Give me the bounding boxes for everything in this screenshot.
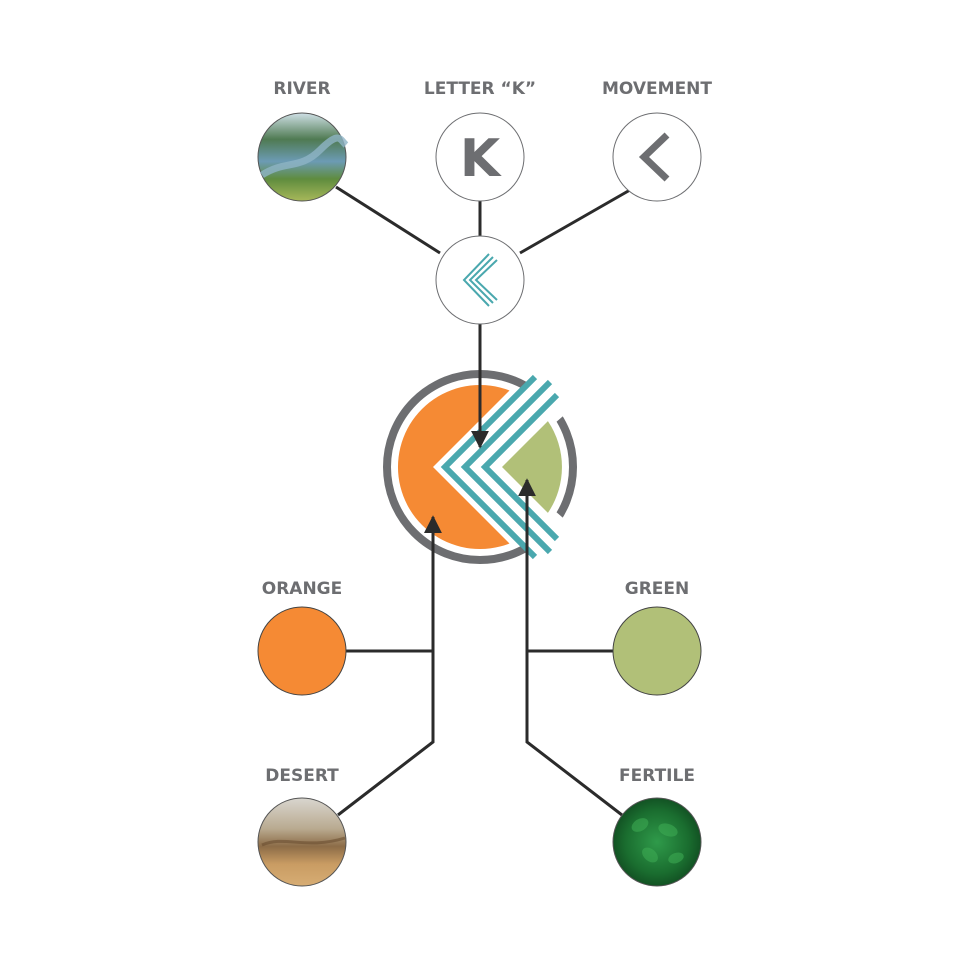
chevron-left-icon [638, 132, 670, 182]
teal-chevron-lines [440, 374, 560, 560]
k-glyph: K [460, 129, 502, 189]
label-river: RIVER [273, 79, 330, 99]
label-fertile: FERTILE [619, 766, 695, 786]
label-green: GREEN [625, 579, 690, 599]
connector-movement [519, 188, 631, 255]
triple-chevron-icon [462, 253, 498, 307]
orange-segment [397, 384, 510, 549]
label-desert: DESERT [265, 766, 339, 786]
label-letter-k: LETTER “K” [424, 79, 536, 99]
combined-concept-circle [435, 235, 525, 325]
movement-circle [612, 112, 702, 202]
river-photo [257, 112, 349, 202]
connector-river [335, 185, 441, 255]
desert-photo [257, 797, 347, 887]
final-logo [383, 368, 577, 566]
green-swatch [612, 606, 702, 696]
orange-swatch [257, 606, 347, 696]
green-segment [502, 421, 562, 513]
letter-k-circle: K [435, 112, 525, 202]
arrow-desert-orange [337, 515, 442, 817]
fertile-leaves-photo [612, 797, 702, 887]
label-movement: MOVEMENT [602, 79, 712, 99]
label-orange: ORANGE [262, 579, 343, 599]
